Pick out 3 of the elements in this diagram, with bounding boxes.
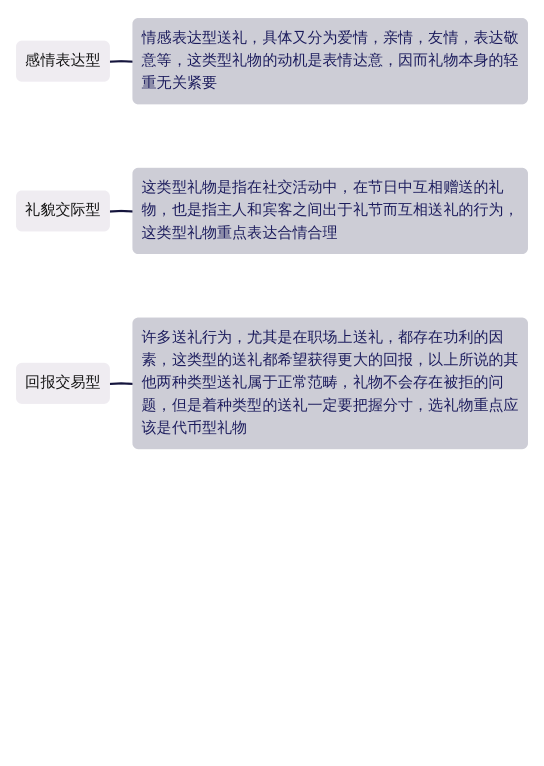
- connector: [110, 210, 134, 213]
- connector: [110, 382, 134, 385]
- connector: [110, 60, 134, 63]
